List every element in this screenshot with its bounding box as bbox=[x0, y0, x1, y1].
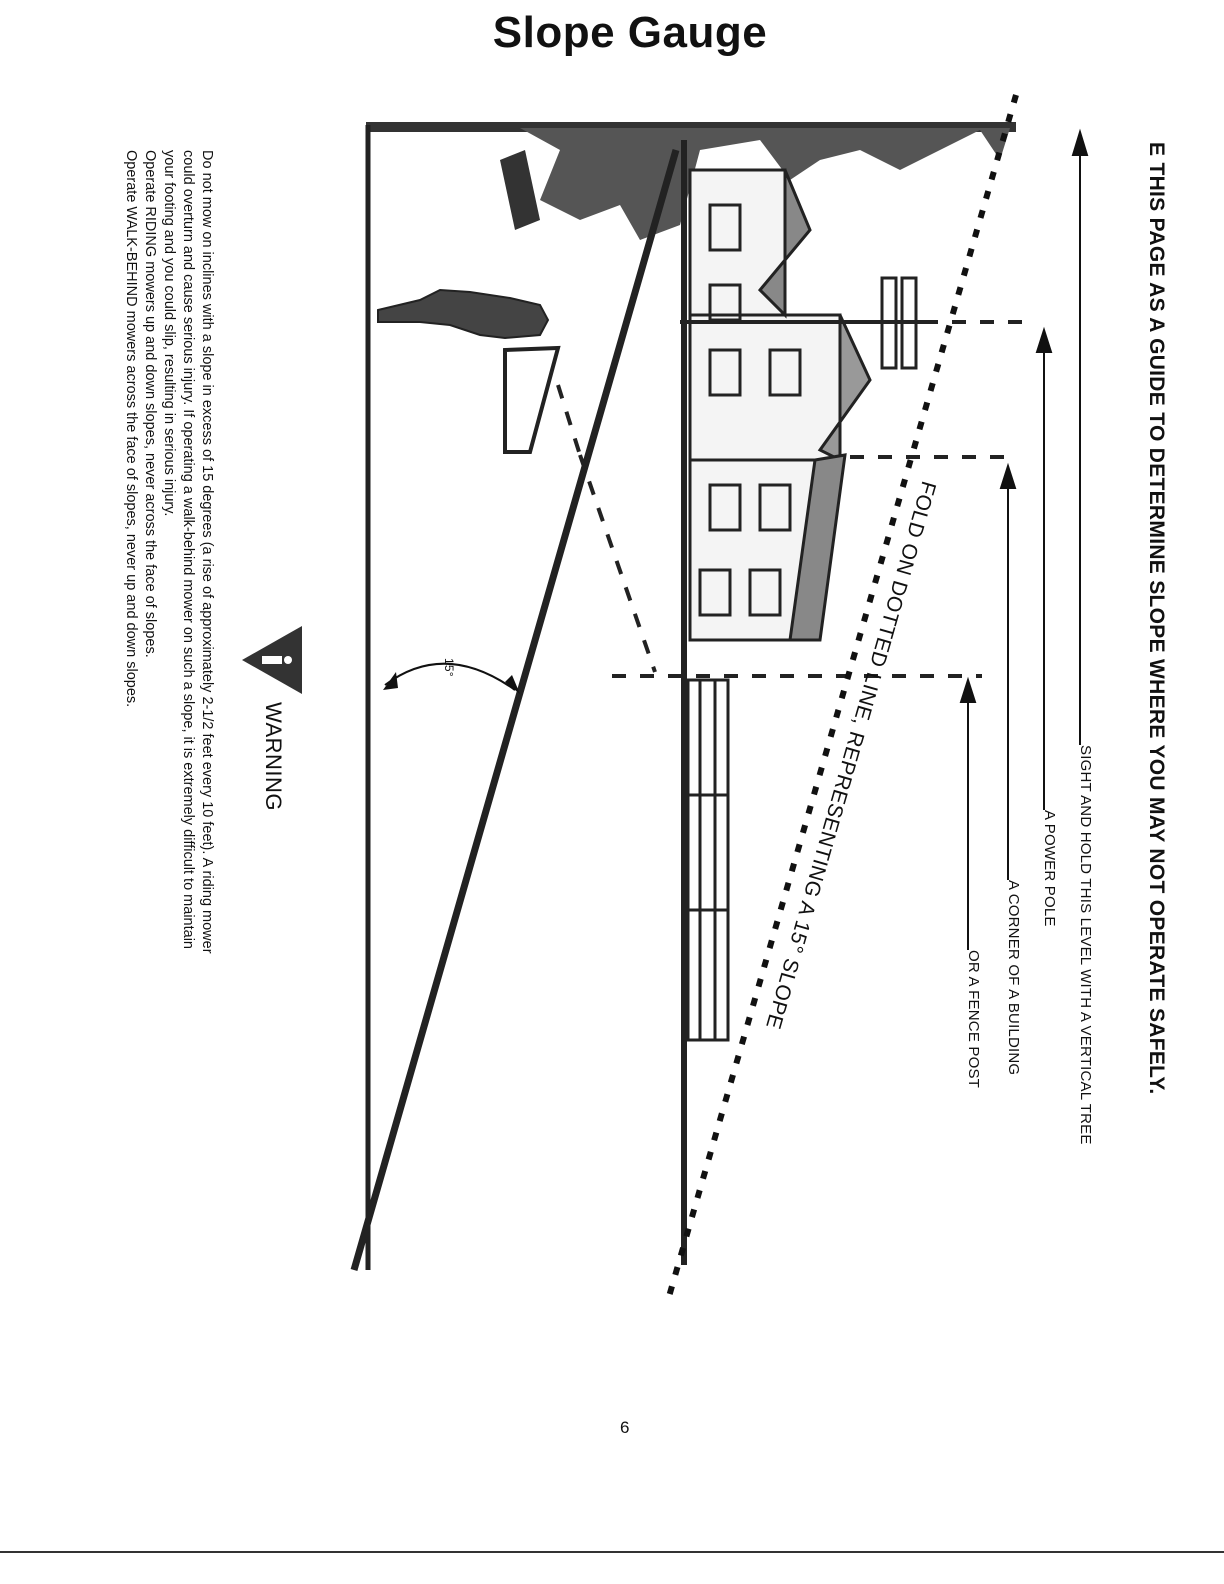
warning-triangle-icon bbox=[242, 626, 302, 694]
fold-line bbox=[665, 94, 1019, 1301]
page-number: 6 bbox=[620, 1418, 630, 1437]
page-title: Slope Gauge bbox=[492, 8, 768, 57]
level-arrows bbox=[959, 128, 1089, 950]
tree-canopy bbox=[520, 128, 1010, 240]
sight-lines bbox=[556, 320, 1032, 678]
tree-trunk-left bbox=[500, 150, 540, 230]
warning-line: could overturn and cause serious injury.… bbox=[180, 150, 196, 949]
warning-line: Operate WALK-BEHIND mowers across the fa… bbox=[123, 150, 139, 708]
warning-line: Do not mow on inclines with a slope in e… bbox=[199, 150, 215, 954]
angle-label: 15° bbox=[442, 658, 456, 677]
instruction-headline: E THIS PAGE AS A GUIDE TO DETERMINE SLOP… bbox=[1145, 142, 1168, 1095]
fence-post-label: OR A FENCE POST bbox=[965, 950, 982, 1089]
person-sighting bbox=[377, 288, 561, 454]
building-corner-label: A CORNER OF A BUILDING bbox=[1005, 880, 1022, 1076]
warning-text: Do not mow on inclines with a slope in e… bbox=[121, 150, 216, 954]
warning-title: WARNING bbox=[261, 702, 286, 812]
warning-line: your footing and you could slip, resulti… bbox=[161, 150, 177, 517]
slope-ground-line bbox=[350, 149, 680, 1271]
building bbox=[688, 168, 872, 642]
sight-level-label: SIGHT AND HOLD THIS LEVEL WITH A VERTICA… bbox=[1077, 745, 1094, 1145]
warning-line: Operate RIDING mowers up and down slopes… bbox=[142, 150, 158, 658]
canopy-band bbox=[366, 122, 1016, 132]
power-pole-label: A POWER POLE bbox=[1041, 810, 1058, 927]
angle-arc bbox=[384, 662, 516, 691]
fence bbox=[686, 678, 730, 1042]
